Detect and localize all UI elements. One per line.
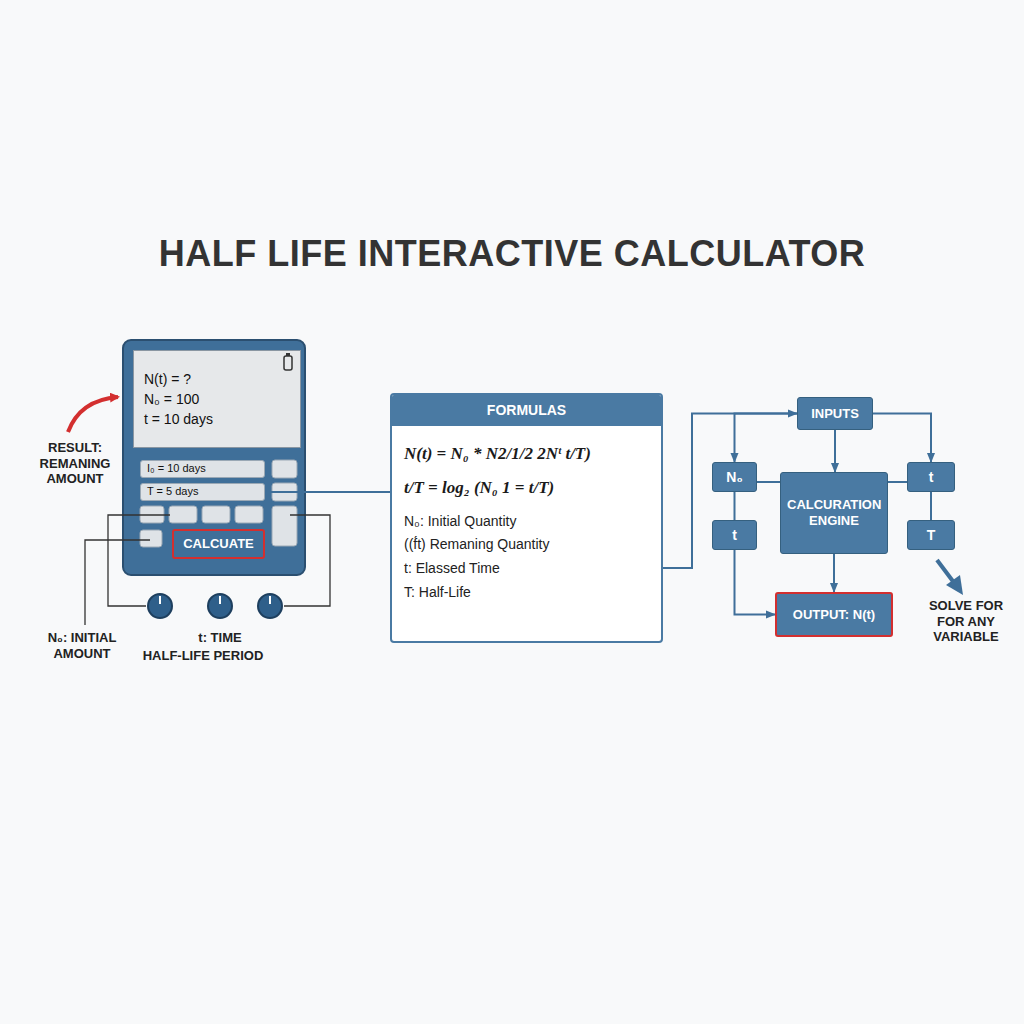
leader-lines <box>85 515 330 625</box>
formula-text: t/T = log₂ (N₀ 1 = t/T) <box>392 478 661 498</box>
node-text: CALCURATION ENGINE <box>787 497 881 528</box>
calculator-screen: N(t) = ?N₀ = 100t = 10 days <box>133 350 301 448</box>
variable-definition: T: Half-Life <box>392 584 661 601</box>
node-text: t <box>914 469 948 486</box>
knobs <box>148 594 282 618</box>
connector <box>873 414 931 463</box>
node-text: I₀ = 10 days <box>147 462 258 475</box>
connector <box>833 554 835 592</box>
output-box: OUTPUT: N(t) <box>775 592 893 637</box>
formula-panel: FORMULAS N(t) = N₀ * N2/1/2 2Nᵗ t/T) t/T =… <box>390 393 663 643</box>
variable-definition: N₀: Initial Quantity <box>392 513 661 530</box>
variable-definition: ((f́t) Remaning Quantity <box>392 536 661 553</box>
input-box: T <box>907 520 955 550</box>
solve-arrow <box>937 560 963 595</box>
process-box: INPUTS <box>797 397 873 430</box>
process-box: CALCURATION ENGINE <box>780 472 888 554</box>
node-text: t <box>719 527 750 544</box>
panel-header: FORMULAS <box>392 395 661 426</box>
input-box: t <box>712 520 757 550</box>
node-text: N₀ <box>719 469 750 486</box>
annotation-label: HALF-LIFE PERIOD <box>118 648 288 664</box>
connector <box>888 481 907 483</box>
connector <box>663 414 797 569</box>
node-text: N₀ = 100 <box>144 389 290 409</box>
result-arrow <box>68 397 118 432</box>
calculate-button: CALCUATE <box>172 529 265 559</box>
connector <box>734 492 736 520</box>
annotation-label: N₀: INITIAL AMOUNT <box>22 630 142 661</box>
node-text: OUTPUT: N(t) <box>785 607 883 623</box>
connector <box>834 430 836 472</box>
node-text: N(t) = ? <box>144 369 290 389</box>
connector <box>930 492 932 520</box>
node-text: T <box>914 527 948 544</box>
annotation-label: SOLVE FOR FOR ANY VARIABLE <box>918 598 1014 645</box>
input-key: I₀ = 10 days <box>140 460 265 478</box>
node-text: t = 10 days <box>144 409 290 429</box>
input-key: T = 5 days <box>140 483 265 501</box>
node-text: INPUTS <box>804 406 866 422</box>
connector <box>735 550 776 615</box>
connector <box>265 491 390 493</box>
annotation-label: RESULT: REMANING AMOUNT <box>30 440 120 487</box>
battery-icon <box>284 353 292 370</box>
connector <box>757 481 780 483</box>
calculator-body <box>123 340 305 575</box>
annotation-label: t: TIME <box>175 630 265 646</box>
variable-definition: t: Elassed Time <box>392 560 661 577</box>
diagram-title: HALF LIFE INTERACTIVE CALCULATOR <box>0 232 1024 275</box>
node-text: CALCUATE <box>180 536 257 552</box>
input-box: t <box>907 462 955 492</box>
node-text: T = 5 days <box>147 485 258 498</box>
input-box: N₀ <box>712 462 757 492</box>
formula-text: N(t) = N₀ * N2/1/2 2Nᵗ t/T) <box>392 444 661 464</box>
connector <box>735 414 798 463</box>
